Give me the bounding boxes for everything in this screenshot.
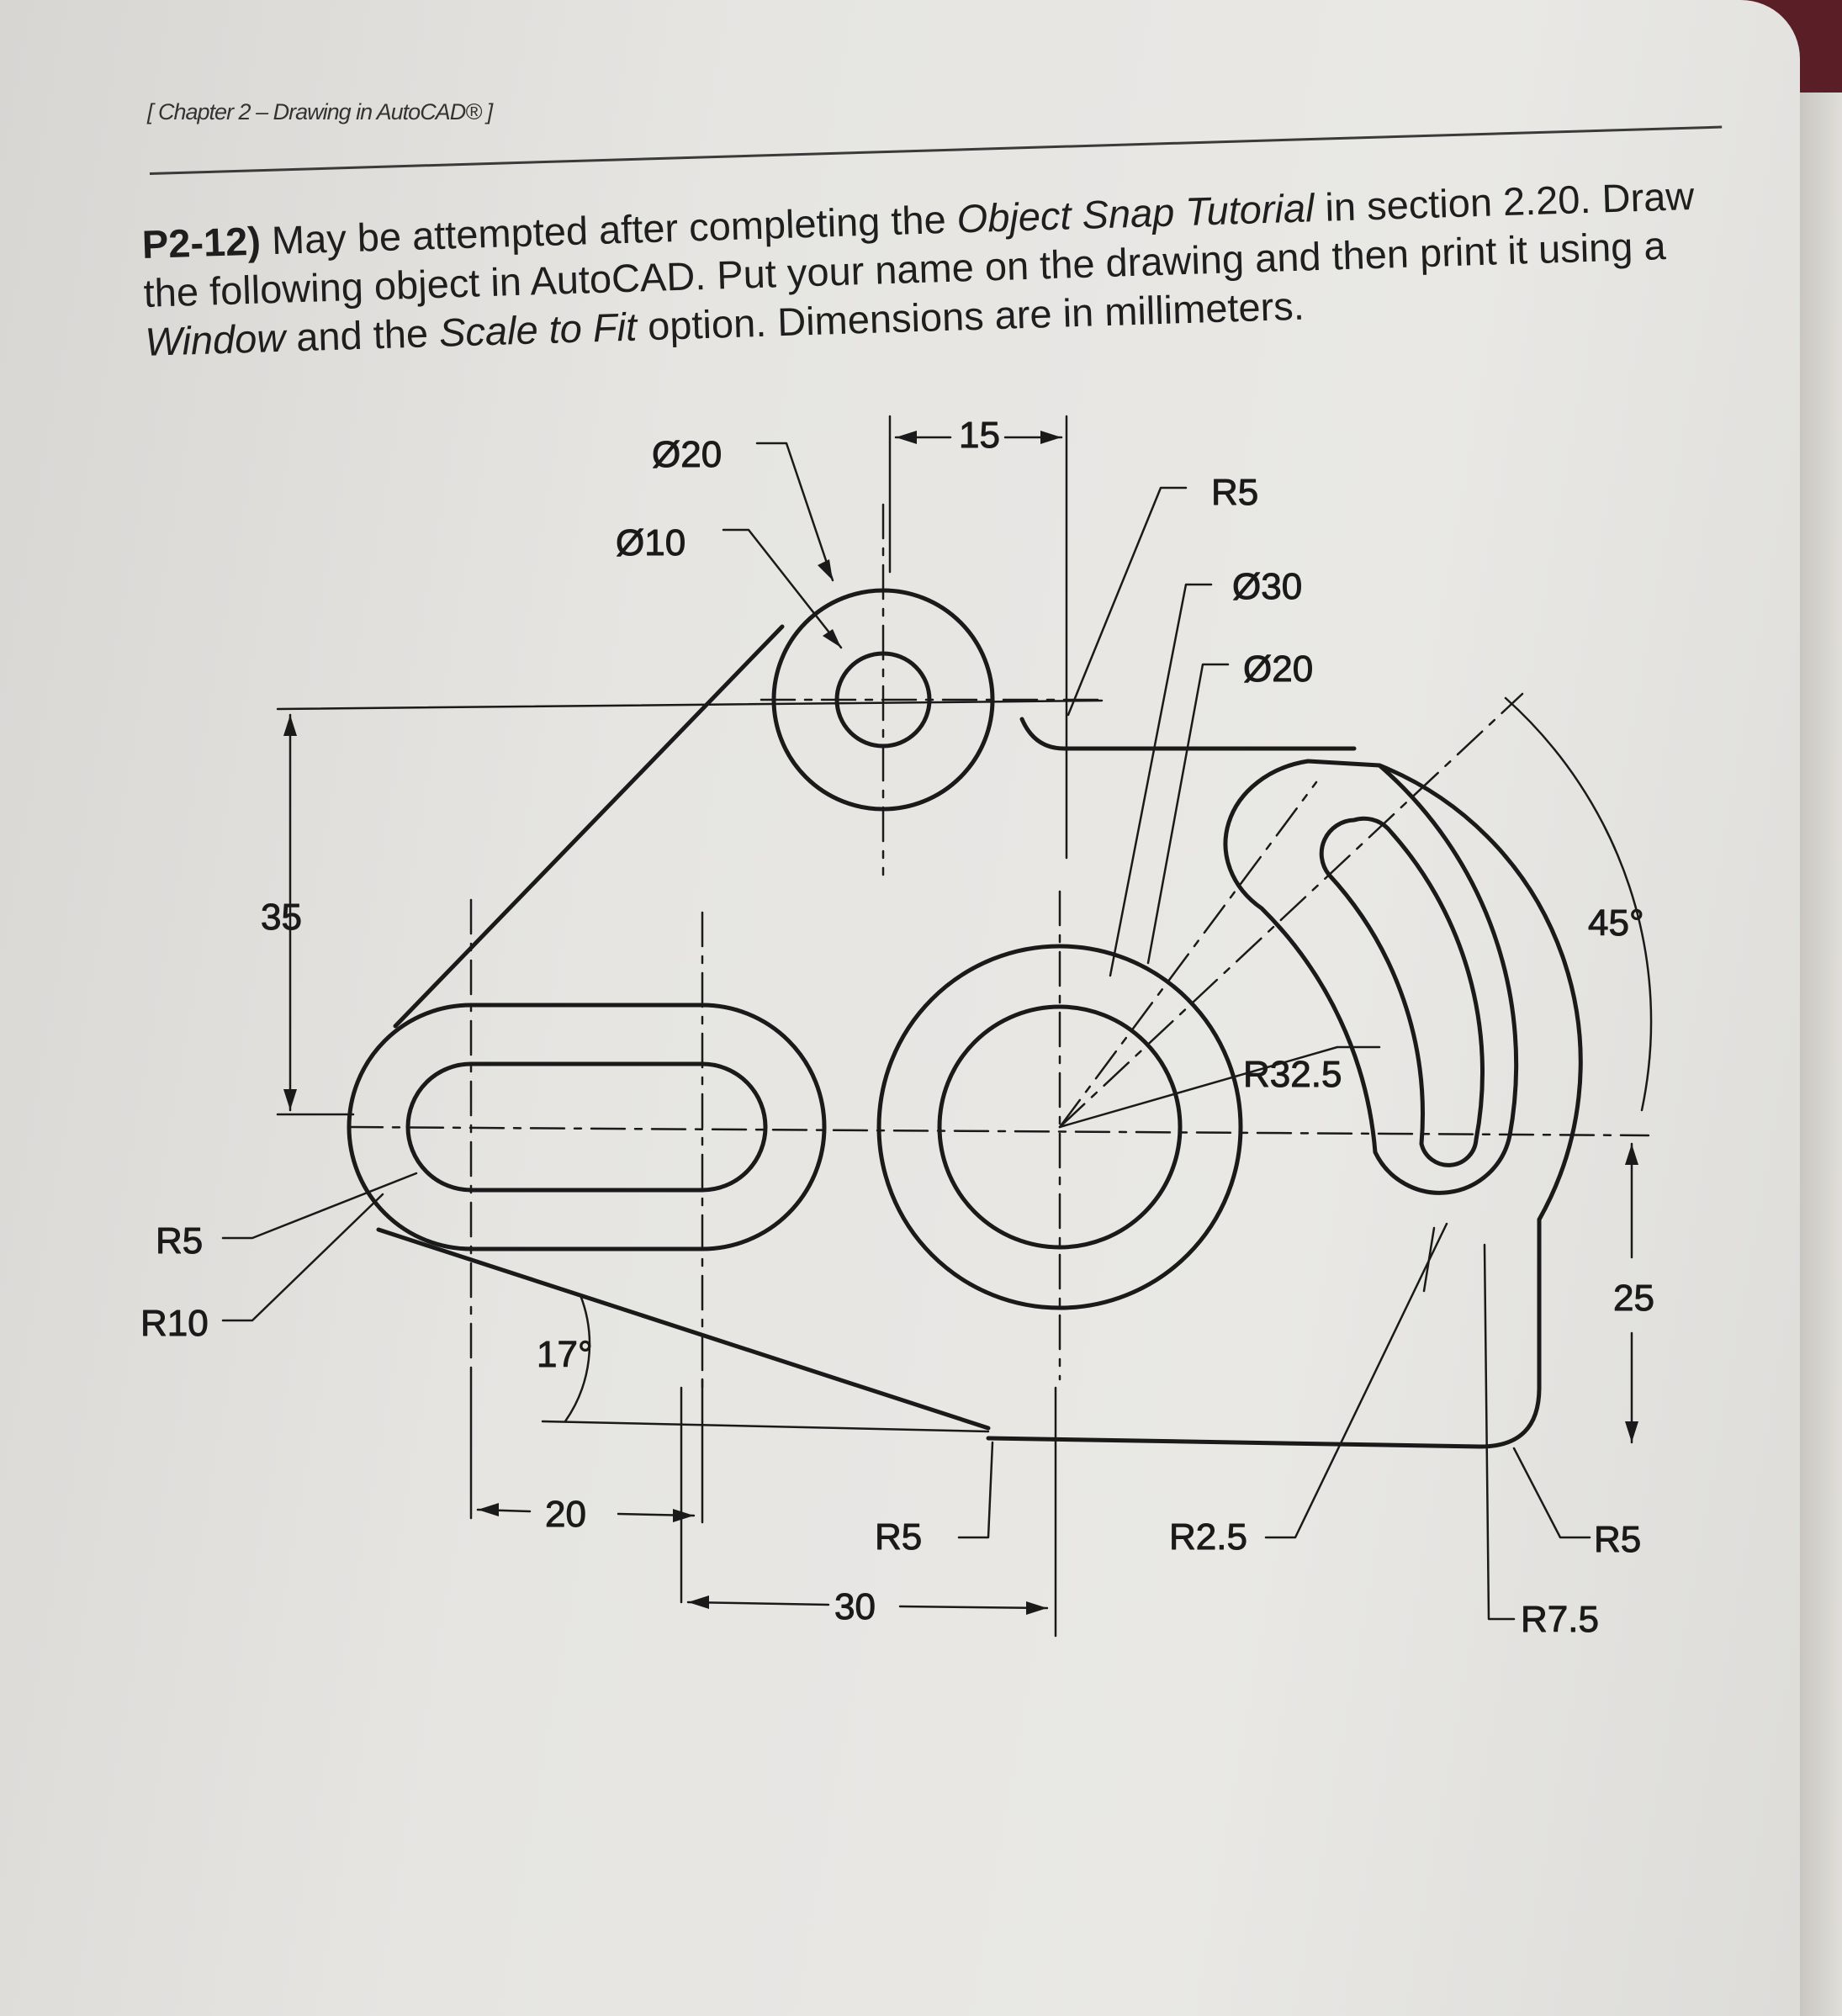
dim-dia10-top: Ø10: [616, 522, 685, 564]
dim-r5-top: R5: [1211, 472, 1258, 513]
chapter-header: [ Chapter 2 – Drawing in AutoCAD® ]: [147, 99, 493, 124]
dim-30: 30: [834, 1586, 876, 1627]
dim-r10: R10: [140, 1303, 209, 1344]
dim-15: 15: [959, 415, 1000, 456]
part-outline: [347, 588, 1583, 1449]
dim-r2-5: R2.5: [1169, 1516, 1247, 1558]
book-page: [0, 0, 1800, 2016]
dim-dia20-top: Ø20: [652, 434, 722, 475]
dim-dia20-right: Ø20: [1243, 648, 1313, 690]
dim-45-deg: 45°: [1588, 902, 1644, 944]
dim-r5-left: R5: [156, 1220, 203, 1262]
dim-r5-right: R5: [1594, 1519, 1641, 1560]
dim-r7-5: R7.5: [1521, 1599, 1599, 1640]
dim-dia30: Ø30: [1232, 566, 1302, 607]
dim-17-deg: 17°: [537, 1334, 593, 1375]
page-edge: [1800, 93, 1842, 2016]
dim-r32-5: R32.5: [1243, 1054, 1342, 1095]
dim-35: 35: [261, 897, 302, 938]
dimension-lines: [221, 415, 1653, 1638]
center-lines: [347, 503, 1650, 1389]
dim-25: 25: [1613, 1278, 1654, 1319]
dim-r5-bottom: R5: [875, 1516, 922, 1558]
dim-20: 20: [545, 1494, 586, 1535]
arrowheads: [283, 431, 1638, 1615]
dimension-labels: Ø20 Ø10 15 R5 Ø30 Ø20 35 R32.5 45° R5 R1…: [140, 415, 1655, 1641]
